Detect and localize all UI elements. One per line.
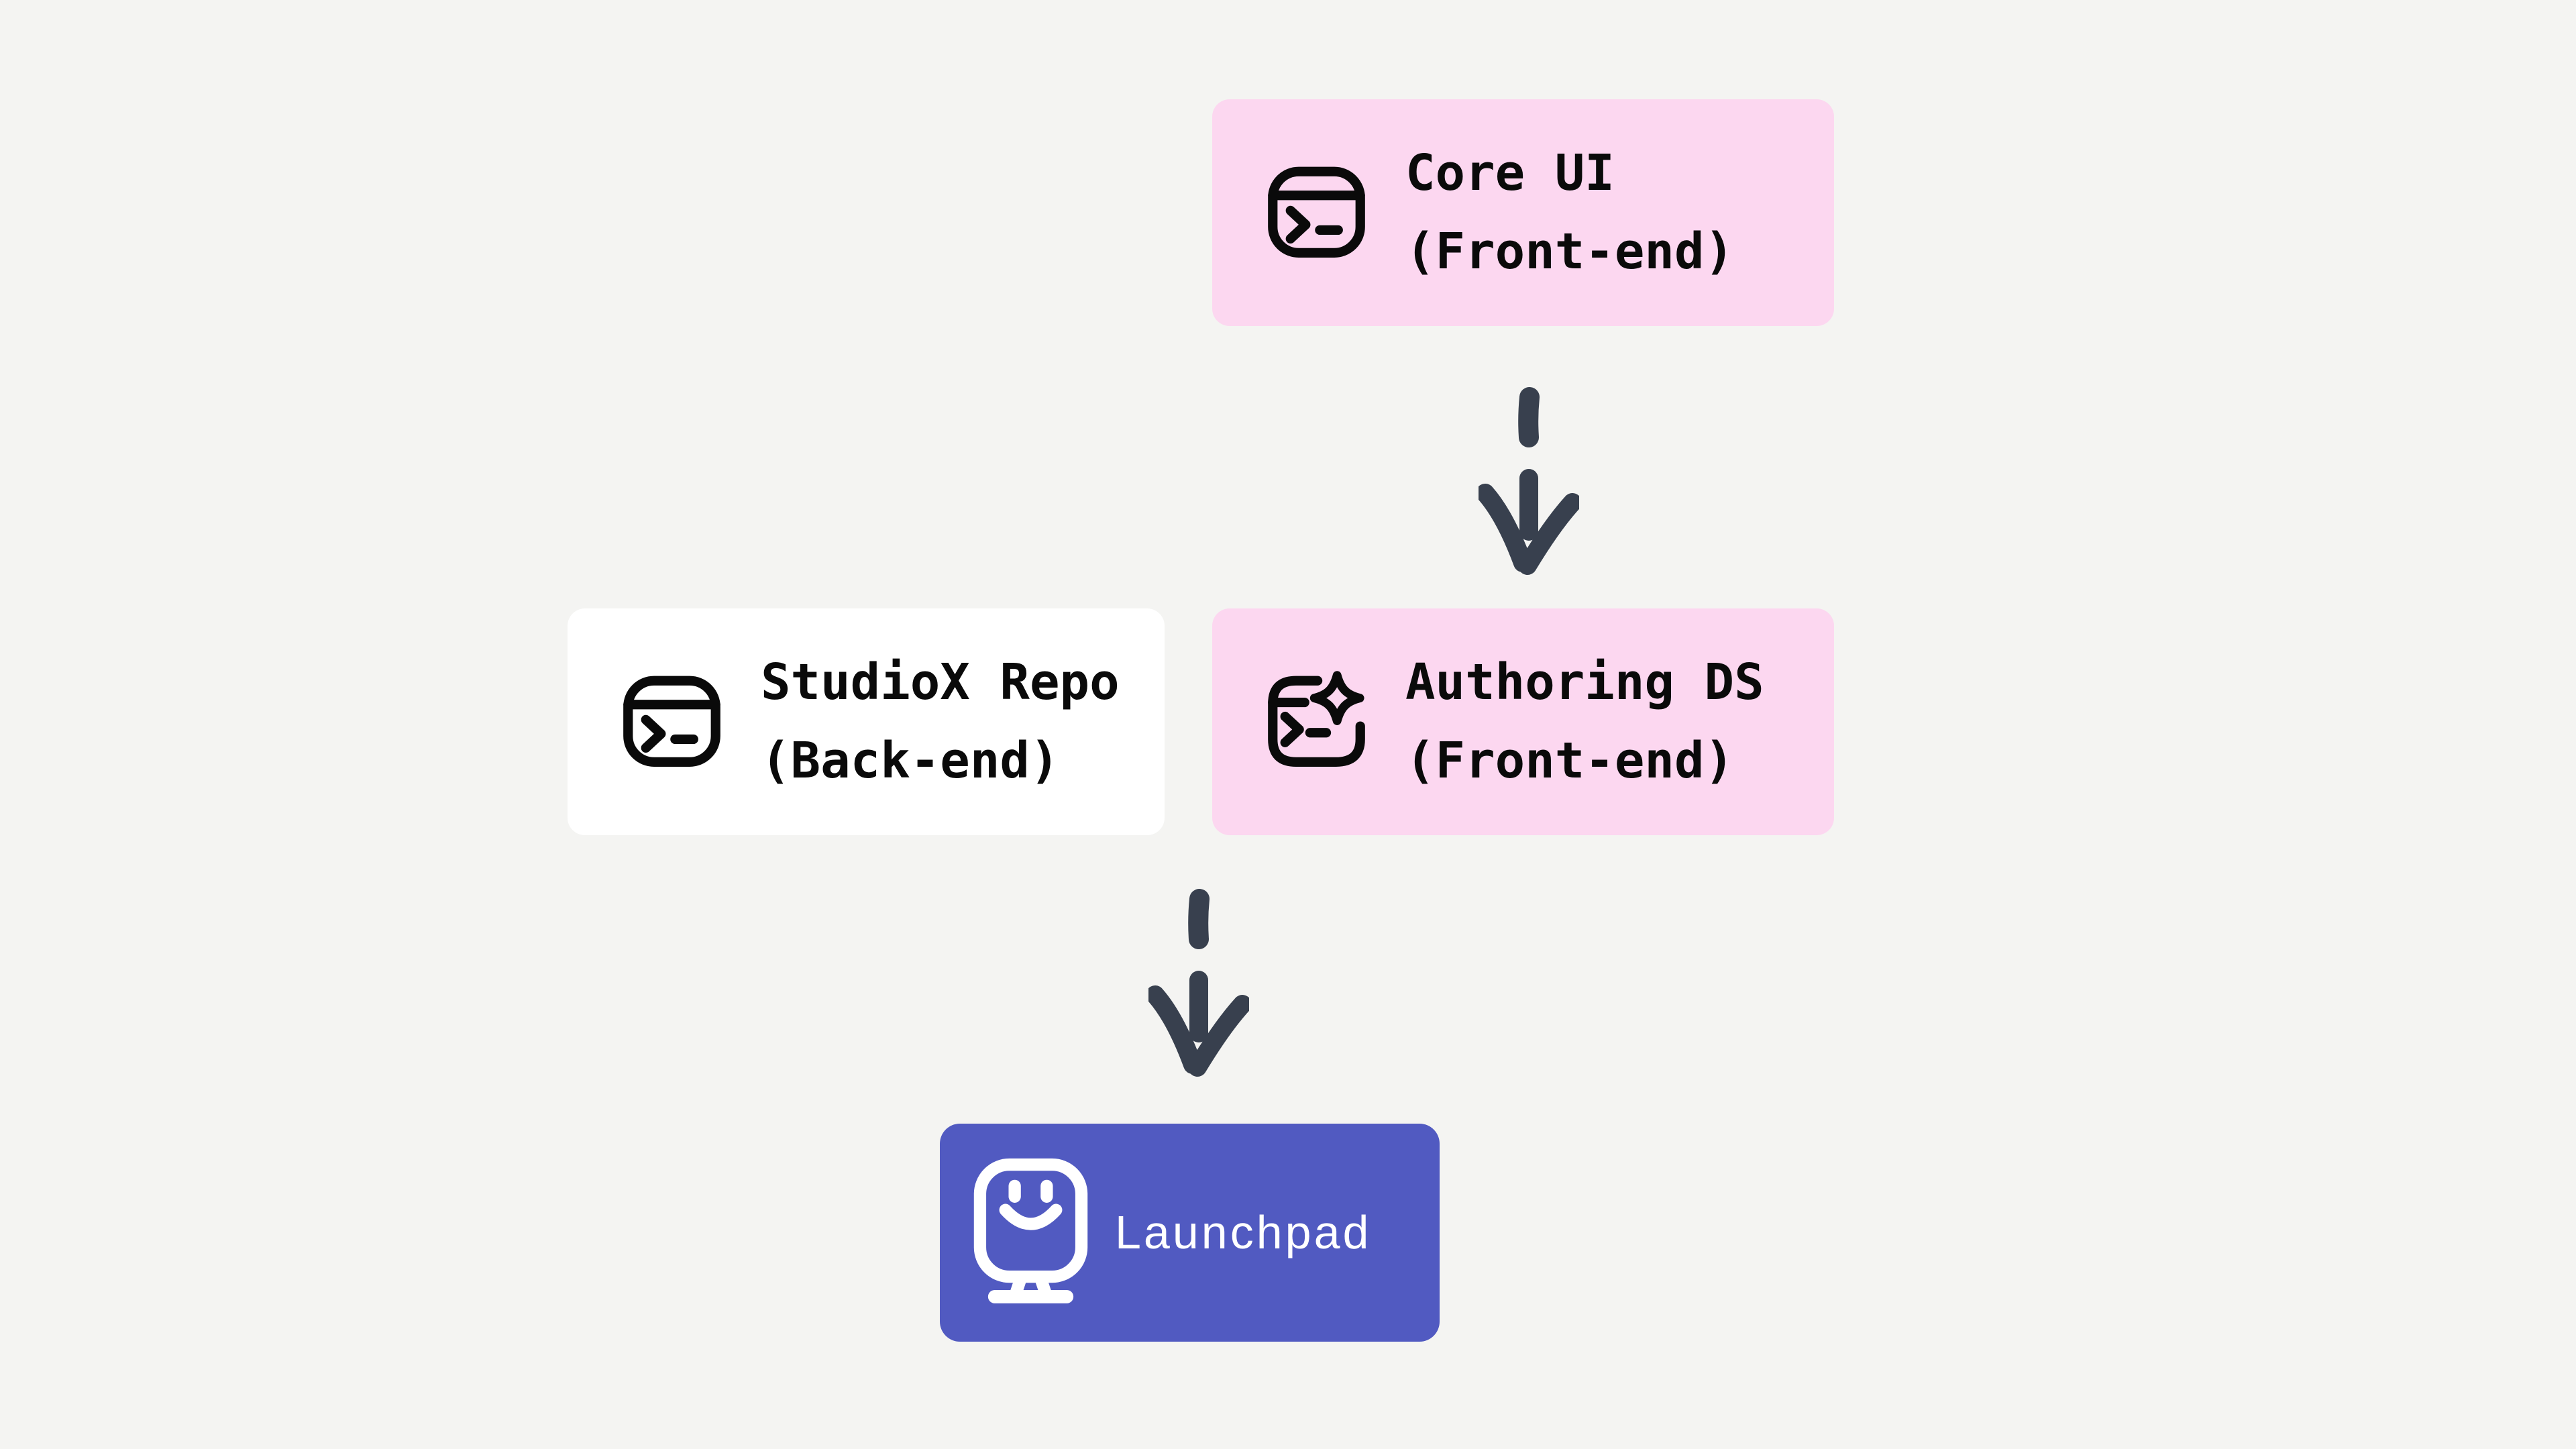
terminal-sparkle-icon [1265,669,1368,775]
node-studiox-repo[interactable]: StudioX Repo (Back-end) [568,608,1165,835]
node-subtitle: (Front-end) [1405,223,1735,280]
arrow-core-ui-to-authoring-ds[interactable] [1479,387,1579,578]
node-title: Authoring DS [1405,653,1764,712]
node-authoring-ds[interactable]: Authoring DS (Front-end) [1212,608,1834,835]
arrow-authoring-ds-to-launchpad[interactable] [1148,889,1249,1080]
node-title: Launchpad [1115,1206,1372,1259]
terminal-icon [1265,160,1368,266]
monitor-smiley-icon [972,1157,1089,1309]
node-subtitle: (Back-end) [761,732,1060,790]
node-title: StudioX Repo [761,653,1120,712]
terminal-icon [620,669,724,775]
node-subtitle: (Front-end) [1405,732,1735,790]
node-core-ui[interactable]: Core UI (Front-end) [1212,99,1834,326]
node-title: Core UI [1405,144,1615,203]
node-launchpad[interactable]: Launchpad [940,1124,1440,1342]
